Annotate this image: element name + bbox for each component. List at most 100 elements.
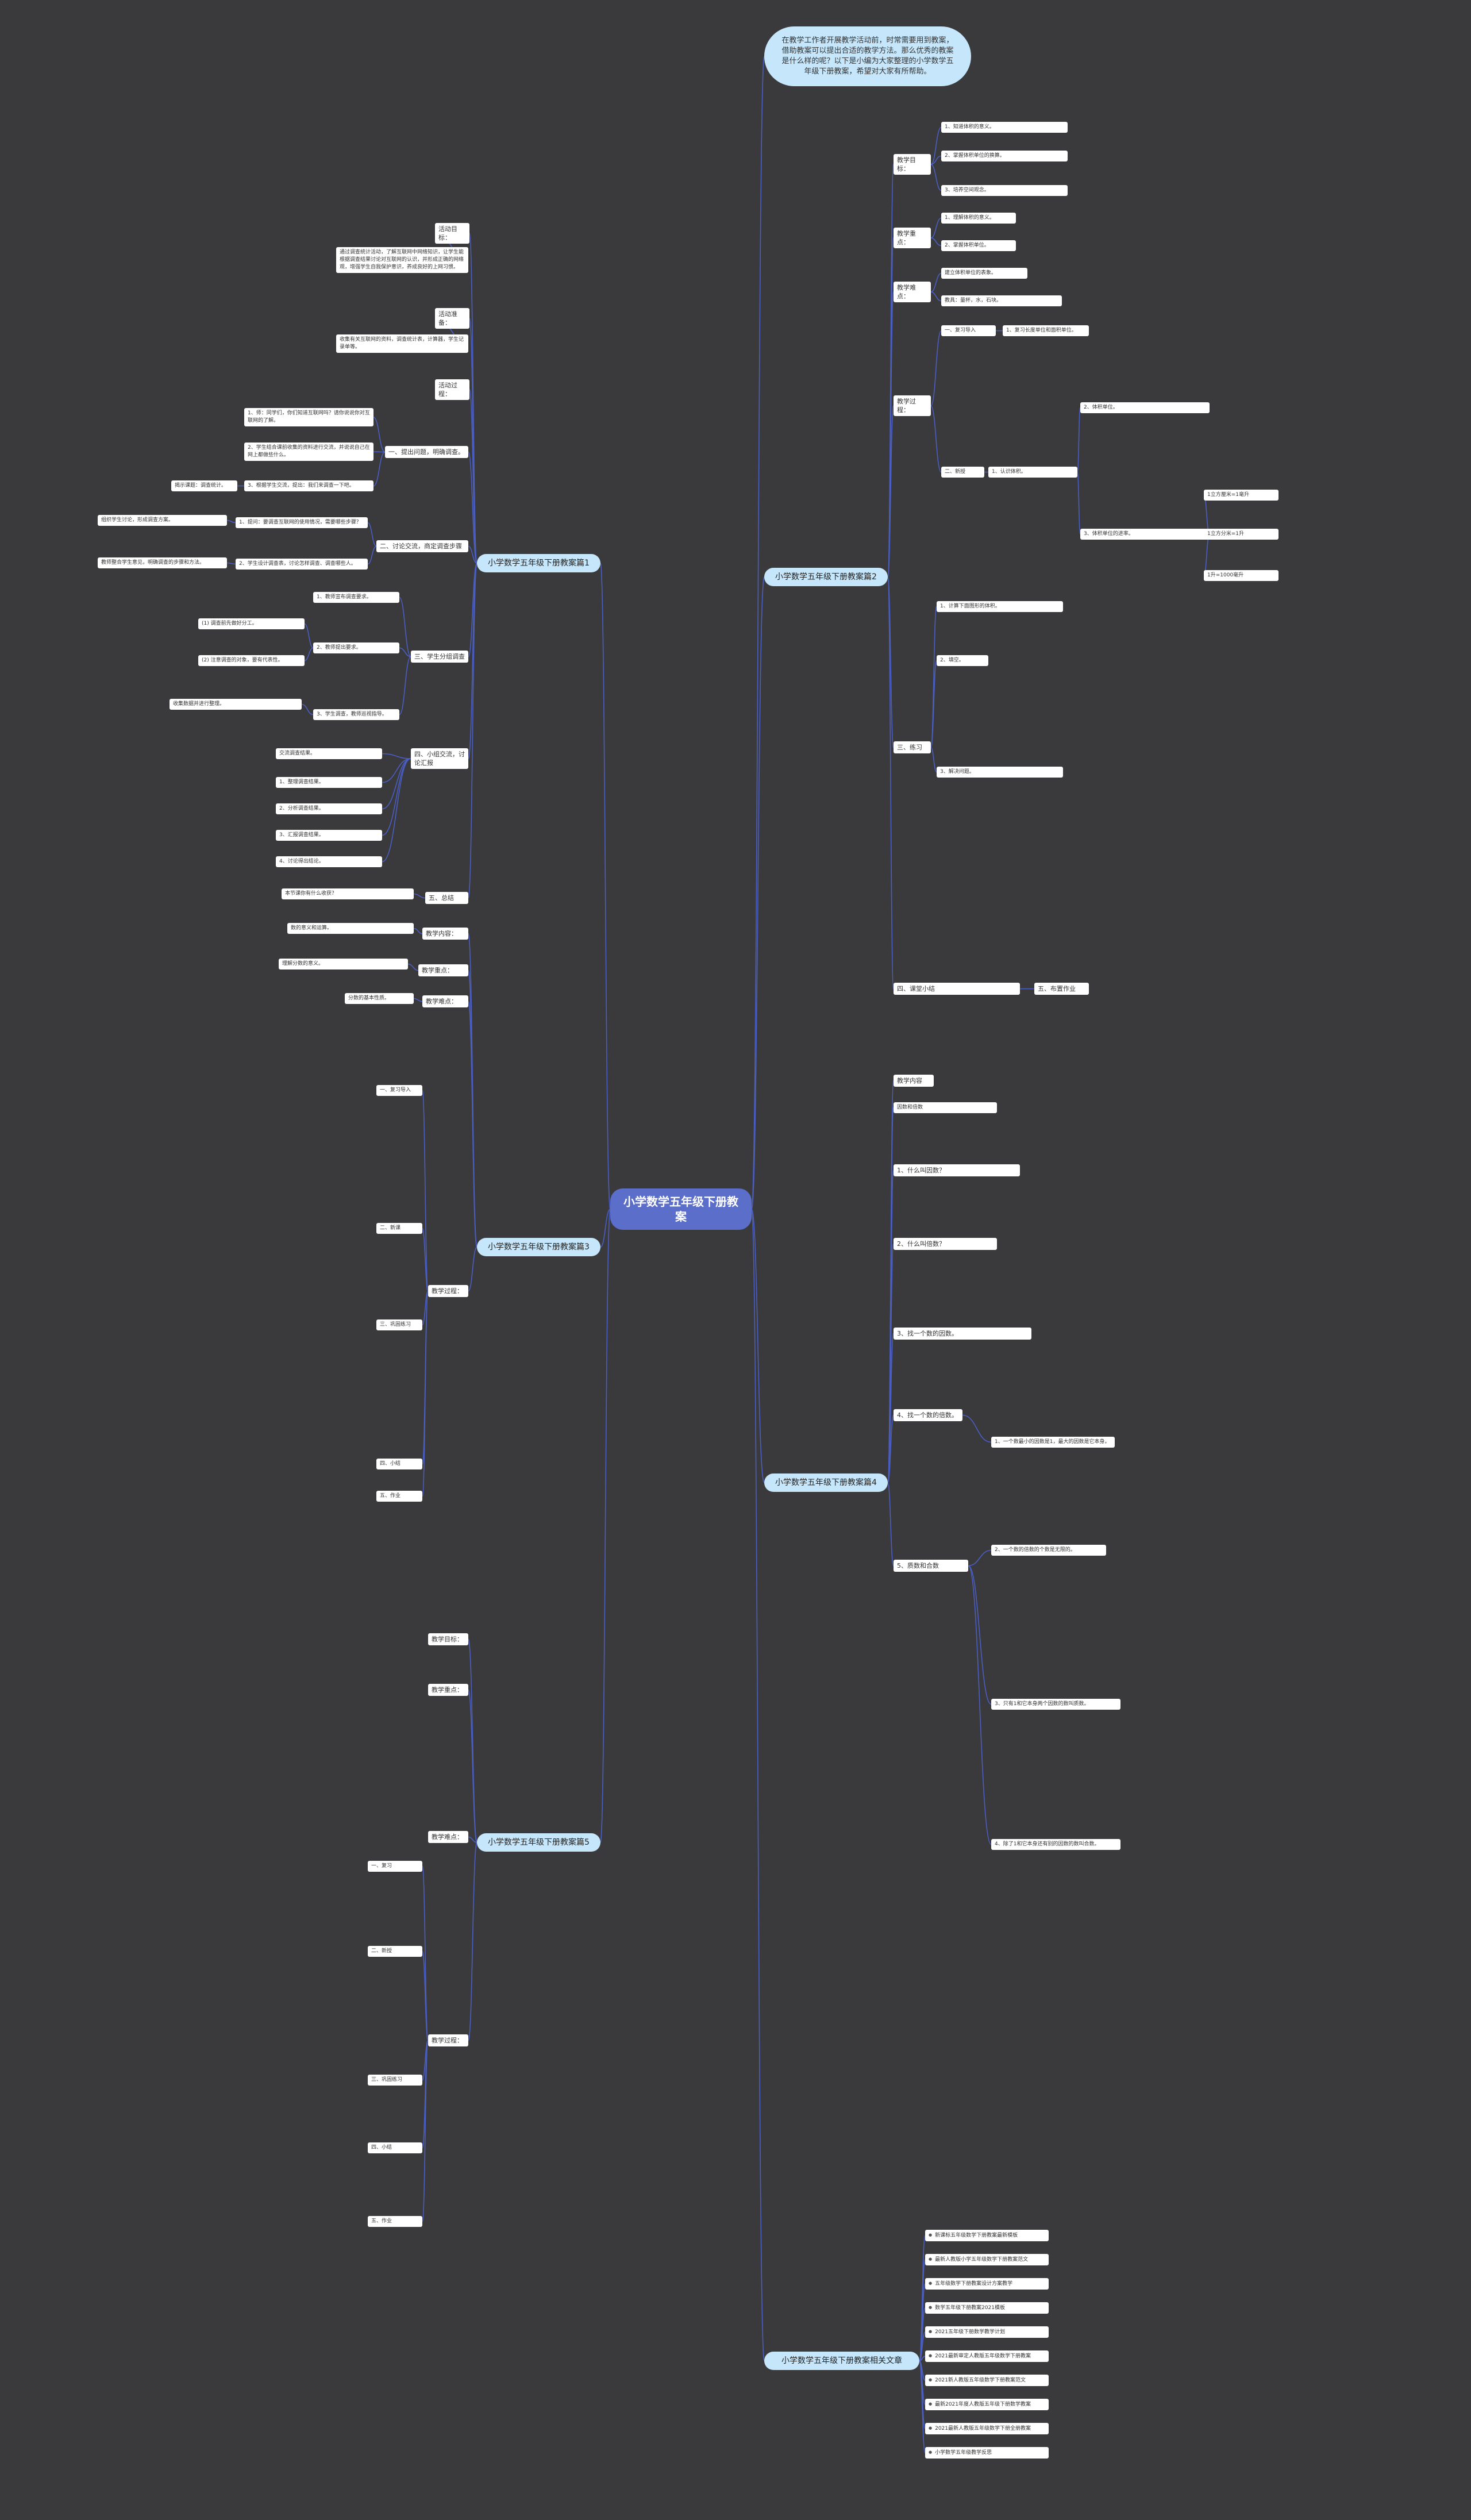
- connector-line: [887, 576, 894, 990]
- connector-line: [930, 155, 942, 165]
- connector-line: [930, 606, 937, 748]
- b2-practice[interactable]: 三、练习: [894, 741, 931, 753]
- b5-key-label[interactable]: 教学重点：: [428, 1684, 468, 1696]
- connector-line: [226, 562, 236, 565]
- b2-key-label[interactable]: 教学重点：: [894, 228, 931, 248]
- b1-step3-c-note: 收集数据并进行整理。: [170, 699, 302, 710]
- b3-proc-4: 四、小结: [376, 1459, 422, 1469]
- b1-step3[interactable]: 三、学生分组调查: [411, 651, 468, 663]
- b4-note-2: 2、一个数的倍数的个数是无限的。: [991, 1545, 1106, 1556]
- b4-point-3[interactable]: 3、找一个数的因数。: [894, 1328, 1031, 1340]
- connector-line: [469, 389, 478, 564]
- b2-homework[interactable]: 五、布置作业: [1034, 983, 1089, 995]
- b1-step5[interactable]: 五、总结: [425, 892, 468, 904]
- b1-step4-3: 3、汇报调查结果。: [276, 830, 382, 841]
- b2-summary[interactable]: 四、课堂小结: [894, 983, 1020, 995]
- b2-goal-label[interactable]: 教学目标：: [894, 154, 931, 175]
- related-article-link[interactable]: 最新人教版小学五年级数学下册教案范文: [925, 2254, 1049, 2265]
- b3-proc-2: 二、新课: [376, 1223, 422, 1234]
- connector-line: [422, 1290, 429, 1497]
- branch-2[interactable]: 小学数学五年级下册教案篇2: [764, 568, 888, 586]
- connector-line: [468, 1001, 478, 1248]
- b2-proc-2a: 1、认识体积。: [988, 467, 1077, 478]
- b1-proc-label[interactable]: 活动过程：: [435, 379, 469, 400]
- connector-line: [468, 1638, 478, 1843]
- b2-practice-b: 2、填空。: [937, 655, 988, 666]
- b1-step2[interactable]: 二、讨论交流，商定调查步骤: [376, 540, 468, 552]
- connector-line: [382, 758, 411, 863]
- related-article-link[interactable]: 2021最新审定人教版五年级数学下册教案: [925, 2350, 1049, 2362]
- connector-line: [751, 1209, 765, 2361]
- b3-content-1: 数的意义和运算。: [287, 923, 414, 934]
- b1-step4[interactable]: 四、小组交流，讨论汇报: [411, 748, 468, 769]
- b2-goal-1: 1、知道体积的意义。: [941, 122, 1068, 133]
- branch-3[interactable]: 小学数学五年级下册教案篇3: [477, 1238, 600, 1256]
- b5-diff-label[interactable]: 教学难点：: [428, 1831, 468, 1843]
- b3-diff-1: 分数的基本性质。: [345, 993, 414, 1004]
- related-article-link[interactable]: 最新2021年度人教版五年级下册数学教案: [925, 2399, 1049, 2410]
- b2-tool-1: 教具：量杯，水，石块。: [941, 295, 1062, 306]
- intro-node[interactable]: 在教学工作者开展教学活动前，时常需要用到教案，借助教案可以提出合适的教学方法。那…: [764, 26, 971, 86]
- b2-rate-3: 1升=1000毫升: [1204, 570, 1279, 581]
- b5-proc-label[interactable]: 教学过程：: [428, 2034, 468, 2046]
- connector-line: [887, 1169, 894, 1483]
- b1-step1-a: 1、师：同学们，你们知道互联网吗？请你说说你对互联网的了解。: [244, 408, 373, 426]
- b3-diff-label[interactable]: 教学难点：: [422, 995, 468, 1007]
- b4-point-4[interactable]: 4、找一个数的倍数。: [894, 1409, 962, 1421]
- connector-line: [919, 2360, 926, 2453]
- connector-line: [600, 1209, 611, 1843]
- b1-prep-label[interactable]: 活动准备：: [435, 308, 469, 329]
- b3-key-label[interactable]: 教学重点：: [418, 964, 468, 976]
- b4-content-label[interactable]: 教学内容: [894, 1075, 934, 1087]
- connector-line: [887, 1414, 894, 1483]
- connector-line: [468, 1842, 478, 2041]
- b1-goal-label[interactable]: 活动目标：: [435, 223, 469, 244]
- b3-key-1: 理解分数的意义。: [279, 959, 408, 969]
- connector-line: [962, 1414, 992, 1443]
- related-article-link[interactable]: 数学五年级下册教案2021模板: [925, 2302, 1049, 2314]
- root-node[interactable]: 小学数学五年级下册教案: [610, 1188, 752, 1230]
- b1-step4-1: 1、整理调查结果。: [276, 777, 382, 788]
- connector-line: [382, 758, 411, 783]
- b2-proc-2c: 3、体积单位的进率。: [1080, 529, 1210, 540]
- b4-point-2[interactable]: 2、什么叫倍数？: [894, 1238, 997, 1250]
- b3-proc-label[interactable]: 教学过程：: [428, 1285, 468, 1297]
- b2-proc-1: 一、复习导入: [941, 325, 996, 336]
- connector-line: [422, 1950, 429, 2041]
- related-article-link[interactable]: 2021新人教版五年级数学下册教案范文: [925, 2375, 1049, 2386]
- branch-1[interactable]: 小学数学五年级下册教案篇1: [477, 554, 600, 572]
- related-article-link[interactable]: 五年级数学下册教案设计方案教学: [925, 2278, 1049, 2290]
- b2-proc-label[interactable]: 教学过程：: [894, 395, 931, 416]
- b1-step3-a: 1、教师宣布调查要求。: [313, 592, 399, 603]
- b5-proc-4: 四、小结: [368, 2142, 422, 2153]
- connector-line: [930, 126, 942, 165]
- b1-step3-b-note2: (2) 注意调查的对象，要有代表性。: [198, 655, 305, 666]
- connector-line: [600, 563, 611, 1210]
- branch-related[interactable]: 小学数学五年级下册教案相关文章: [764, 2352, 919, 2370]
- b4-point-5[interactable]: 5、质数和合数: [894, 1560, 968, 1572]
- branch-5[interactable]: 小学数学五年级下册教案篇5: [477, 1833, 600, 1852]
- related-article-link[interactable]: 新课标五年级数学下册教案最新模板: [925, 2230, 1049, 2241]
- b1-step1[interactable]: 一、提出问题，明确调查。: [385, 446, 468, 458]
- connector-line: [930, 272, 942, 293]
- connector-line: [1077, 471, 1081, 535]
- branch-4[interactable]: 小学数学五年级下册教案篇4: [764, 1473, 888, 1492]
- b2-diff-label[interactable]: 教学难点：: [894, 282, 931, 302]
- related-article-link[interactable]: 2021五年级下册数学教学计划: [925, 2326, 1049, 2338]
- b5-proc-1: 一、复习: [368, 1861, 422, 1872]
- b2-key-2: 2、掌握体积单位。: [941, 240, 1016, 251]
- connector-line: [304, 623, 314, 649]
- b1-step2-b: 2、学生设计调查表，讨论怎样调查、调查哪些人。: [236, 559, 368, 570]
- connector-line: [919, 2332, 926, 2361]
- b1-step3-b-note: (1) 调查前先做好分工。: [198, 618, 305, 629]
- related-article-link[interactable]: 小学数学五年级教学反思: [925, 2447, 1049, 2459]
- connector-line: [422, 1090, 429, 1292]
- b4-point-1[interactable]: 1、什么叫因数？: [894, 1164, 1020, 1176]
- connector-line: [382, 758, 411, 810]
- b5-goal-label[interactable]: 教学目标：: [428, 1633, 468, 1645]
- connector-line: [399, 597, 411, 657]
- b3-content-label[interactable]: 教学内容：: [422, 928, 468, 940]
- connector-line: [373, 451, 386, 487]
- related-article-link[interactable]: 2021最新人教版五年级数学下册全册教案: [925, 2423, 1049, 2434]
